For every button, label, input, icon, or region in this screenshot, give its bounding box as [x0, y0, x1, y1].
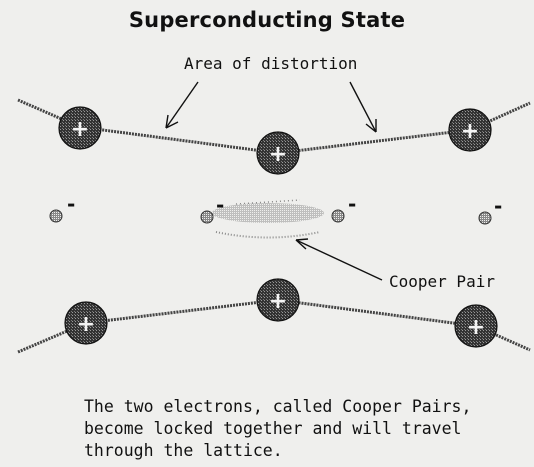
- ion-sign: +: [269, 142, 287, 167]
- ion-sign: +: [71, 117, 89, 142]
- ion-lower-right: [454, 304, 498, 348]
- ion-upper-left: [58, 106, 102, 150]
- electron-sign: -: [67, 192, 75, 216]
- ion-sign: +: [77, 312, 95, 337]
- caption-line: through the lattice.: [84, 441, 283, 460]
- ion-sign: +: [269, 289, 287, 314]
- distortion-arrow-left: [165, 81, 199, 129]
- cooper-pair-arrow: [295, 239, 383, 281]
- cooper-pair: [212, 199, 324, 239]
- diagram-title: Superconducting State: [128, 8, 406, 32]
- electron-4: [478, 211, 492, 225]
- electron-1: [49, 209, 63, 223]
- caption-line: The two electrons, called Cooper Pairs,: [84, 397, 472, 416]
- electron-2: [200, 210, 214, 224]
- cooper-pair-label: Cooper Pair: [389, 272, 495, 291]
- caption-line: become locked together and will travel: [84, 419, 462, 438]
- ion-upper-center: [256, 131, 300, 175]
- distortion-label: Area of distortion: [184, 54, 358, 73]
- ion-upper-right: [448, 108, 492, 152]
- ion-lower-center: [256, 278, 300, 322]
- ion-sign: +: [461, 119, 479, 144]
- electron-sign: -: [494, 194, 502, 218]
- electron-3: [331, 209, 345, 223]
- electron-sign: -: [348, 192, 356, 216]
- ion-sign: +: [467, 315, 485, 340]
- caption: The two electrons, called Cooper Pairs, …: [84, 396, 471, 462]
- ion-lower-left: [64, 301, 108, 345]
- distortion-arrow-right: [349, 81, 377, 133]
- electron-sign: -: [216, 193, 224, 217]
